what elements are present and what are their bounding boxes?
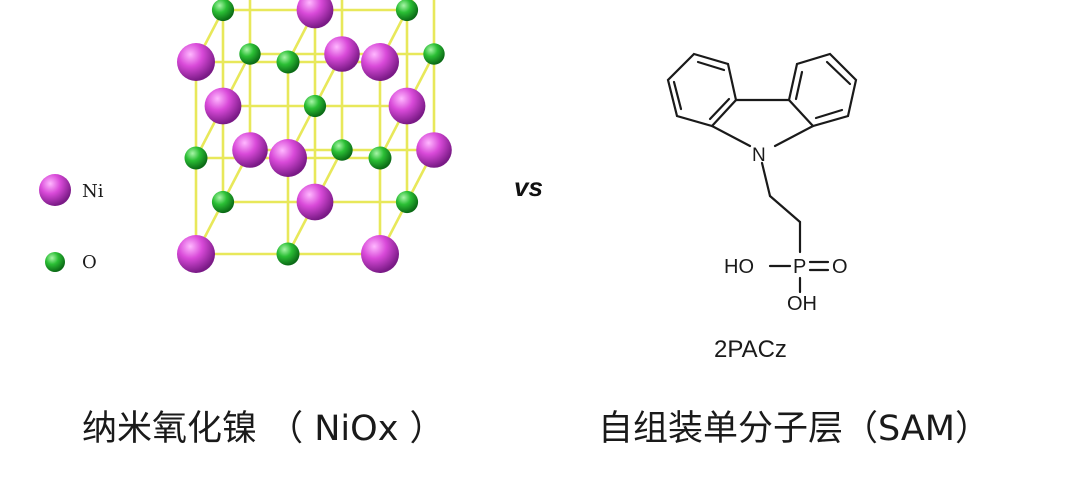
molecule-name: 2PACz [714,336,787,363]
ni-atom [177,43,215,81]
ni-atom [232,132,268,168]
o-legend-label: O [82,252,97,273]
ni-atom [324,36,360,72]
caption-sam: 自组装单分子层（SAM） [598,409,990,449]
ni-atom [269,139,307,177]
o-atom [368,146,392,170]
o-atom [211,190,235,214]
o-atom [211,0,235,22]
o-atom [303,94,327,118]
o-atom [395,190,419,214]
ni-atom [204,87,242,125]
ni-atom [416,132,452,168]
vs-label: vs [514,172,543,202]
ni-atom [177,235,215,273]
ni-atom [388,87,426,125]
o-atom [423,43,445,65]
nitrogen-atom: N [752,145,766,166]
o-atom [239,43,261,65]
molecule-2pacz [666,52,858,294]
phosphorus-atom: P [793,256,806,278]
o-atom [276,50,300,74]
ni-atom [361,235,399,273]
ni-legend-swatch [39,174,71,206]
left-benzene-ring [666,52,738,128]
o-atom [331,139,353,161]
ni-atom [296,183,334,221]
ho-group: HO [724,256,754,278]
ni-legend-label: Ni [82,181,104,202]
o-atom [276,242,300,266]
o-legend-swatch [45,252,65,272]
nio-crystal-lattice [177,0,452,273]
ni-atom [296,0,334,29]
oxygen-atom: O [832,256,848,278]
ni-atom [361,43,399,81]
oh-group: OH [787,293,817,315]
legend: Ni O [39,174,104,273]
o-atom [184,146,208,170]
o-atom [395,0,419,22]
caption-nio: 纳米氧化镍 （ NiOx ） [82,409,445,449]
